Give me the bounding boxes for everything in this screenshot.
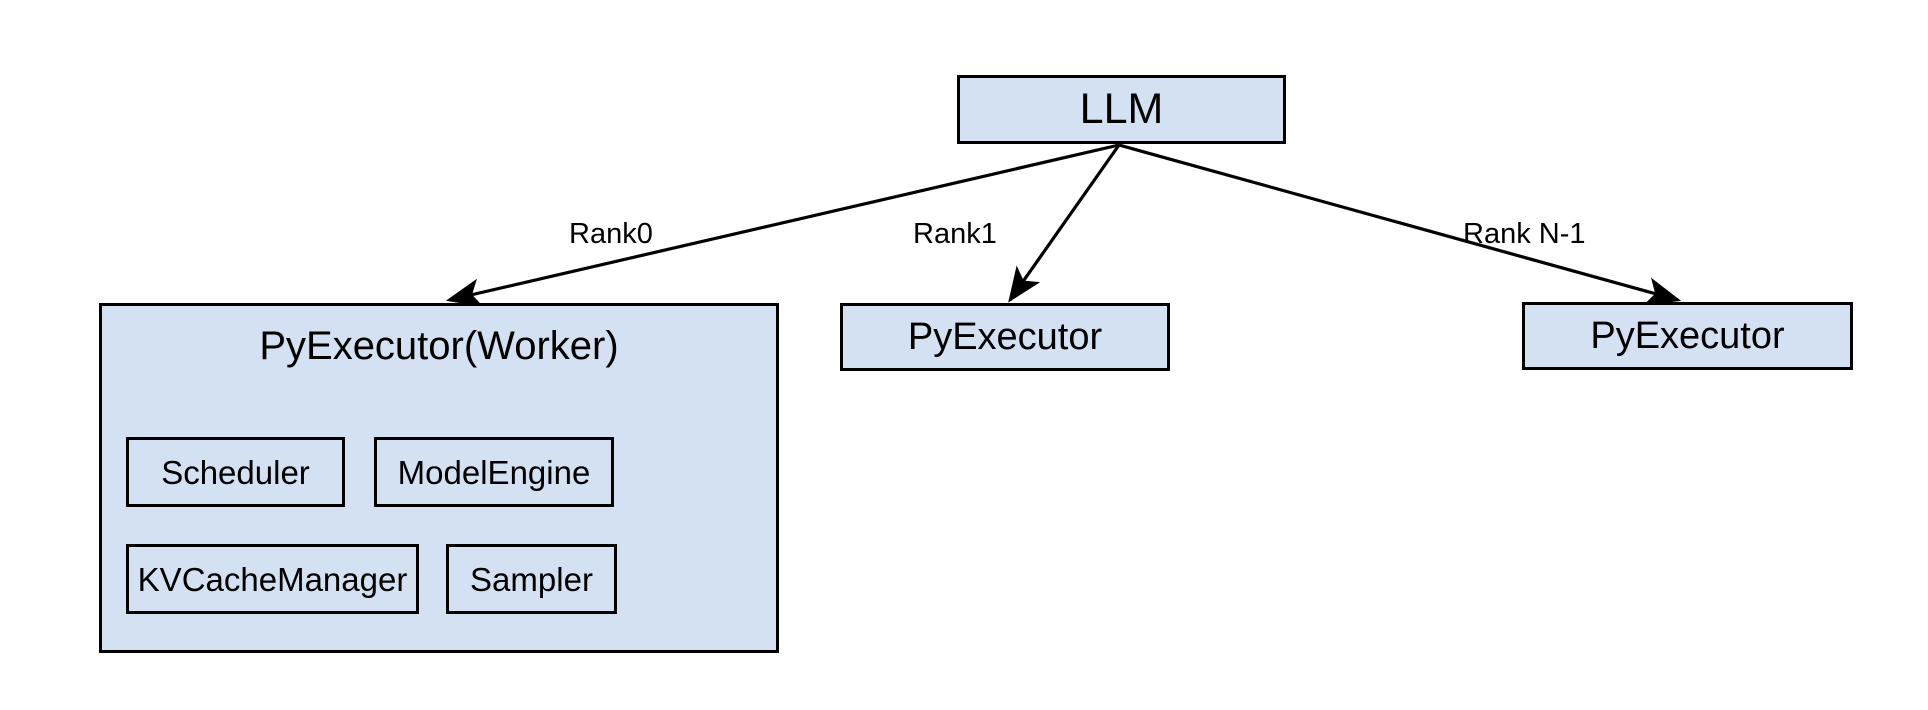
node-llm-label: LLM <box>1079 85 1164 133</box>
node-sampler-label: Sampler <box>470 560 593 598</box>
node-pyexecutor-worker[interactable]: PyExecutor(Worker) Scheduler ModelEngine… <box>99 303 779 653</box>
node-scheduler[interactable]: Scheduler <box>126 437 345 507</box>
node-pyexecutor-rank-n-1[interactable]: PyExecutor <box>1522 302 1853 370</box>
edge-llm-to-executor-rank1 <box>1008 144 1121 303</box>
node-pyexecutor-rank1-label: PyExecutor <box>907 316 1103 358</box>
node-pyexecutor-rank-n-1-label: PyExecutor <box>1590 315 1785 357</box>
node-pyexecutor-worker-label: PyExecutor(Worker) <box>259 324 619 368</box>
edge-label-rank0: Rank0 <box>569 218 653 250</box>
edge-llm-to-worker <box>445 143 1120 307</box>
edge-llm-to-executor-rankn <box>1118 143 1682 306</box>
edge-label-rank1: Rank1 <box>913 218 997 250</box>
node-pyexecutor-rank1[interactable]: PyExecutor <box>840 303 1170 371</box>
node-scheduler-label: Scheduler <box>161 453 310 491</box>
edge-label-rank-n-1: Rank N-1 <box>1463 218 1586 250</box>
node-kv-cache-manager[interactable]: KVCacheManager <box>126 544 419 614</box>
node-llm[interactable]: LLM <box>957 75 1286 144</box>
node-sampler[interactable]: Sampler <box>446 544 617 614</box>
node-model-engine[interactable]: ModelEngine <box>374 437 614 507</box>
node-model-engine-label: ModelEngine <box>397 453 591 491</box>
node-kv-cache-manager-label: KVCacheManager <box>137 560 408 598</box>
